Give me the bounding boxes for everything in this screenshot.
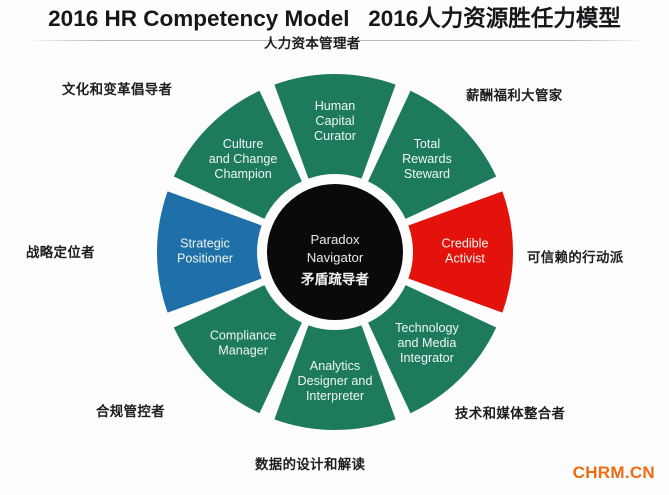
wheel-segment-credible-activist[interactable] — [408, 191, 513, 313]
wheel-segment-culture-and-change-champion[interactable] — [173, 90, 302, 219]
wheel-segment-compliance-manager[interactable] — [173, 285, 302, 414]
watermark: CHRM.CN — [572, 463, 655, 482]
title-divider — [24, 40, 648, 41]
annotation-human-capital-curator: 人力资本管理者 — [264, 37, 361, 52]
annotation-analytics-designer-and-interpreter: 数据的设计和解读 — [255, 458, 366, 473]
annotation-compliance-manager: 合规管控者 — [96, 405, 165, 420]
wheel-segment-analytics-designer-and-interpreter[interactable] — [274, 325, 396, 431]
annotation-credible-activist: 可信赖的行动派 — [527, 251, 624, 266]
page-title-text: 2016 HR Competency Model 2016人力资源胜任力模型 — [48, 6, 621, 31]
core-label-en-line2: Navigator — [307, 250, 364, 265]
annotation-total-rewards-steward: 薪酬福利大管家 — [466, 89, 563, 104]
wheel-segment-human-capital-curator[interactable] — [274, 74, 396, 179]
annotation-strategic-positioner: 战略定位者 — [26, 246, 95, 261]
annotation-culture-and-change-champion: 文化和变革倡导者 — [62, 83, 173, 98]
page-title: 2016 HR Competency Model 2016人力资源胜任力模型 — [0, 4, 669, 38]
core-circle — [267, 184, 403, 320]
wheel-segment-technology-and-media-integrator[interactable] — [368, 285, 497, 414]
annotation-technology-and-media-integrator: 技术和媒体整合者 — [455, 407, 566, 422]
wheel-segment-total-rewards-steward[interactable] — [368, 90, 497, 219]
wheel-segment-strategic-positioner[interactable] — [157, 191, 262, 313]
core-label-en-line1: Paradox — [310, 232, 360, 247]
core-label-zh: 矛盾疏导者 — [300, 271, 369, 288]
